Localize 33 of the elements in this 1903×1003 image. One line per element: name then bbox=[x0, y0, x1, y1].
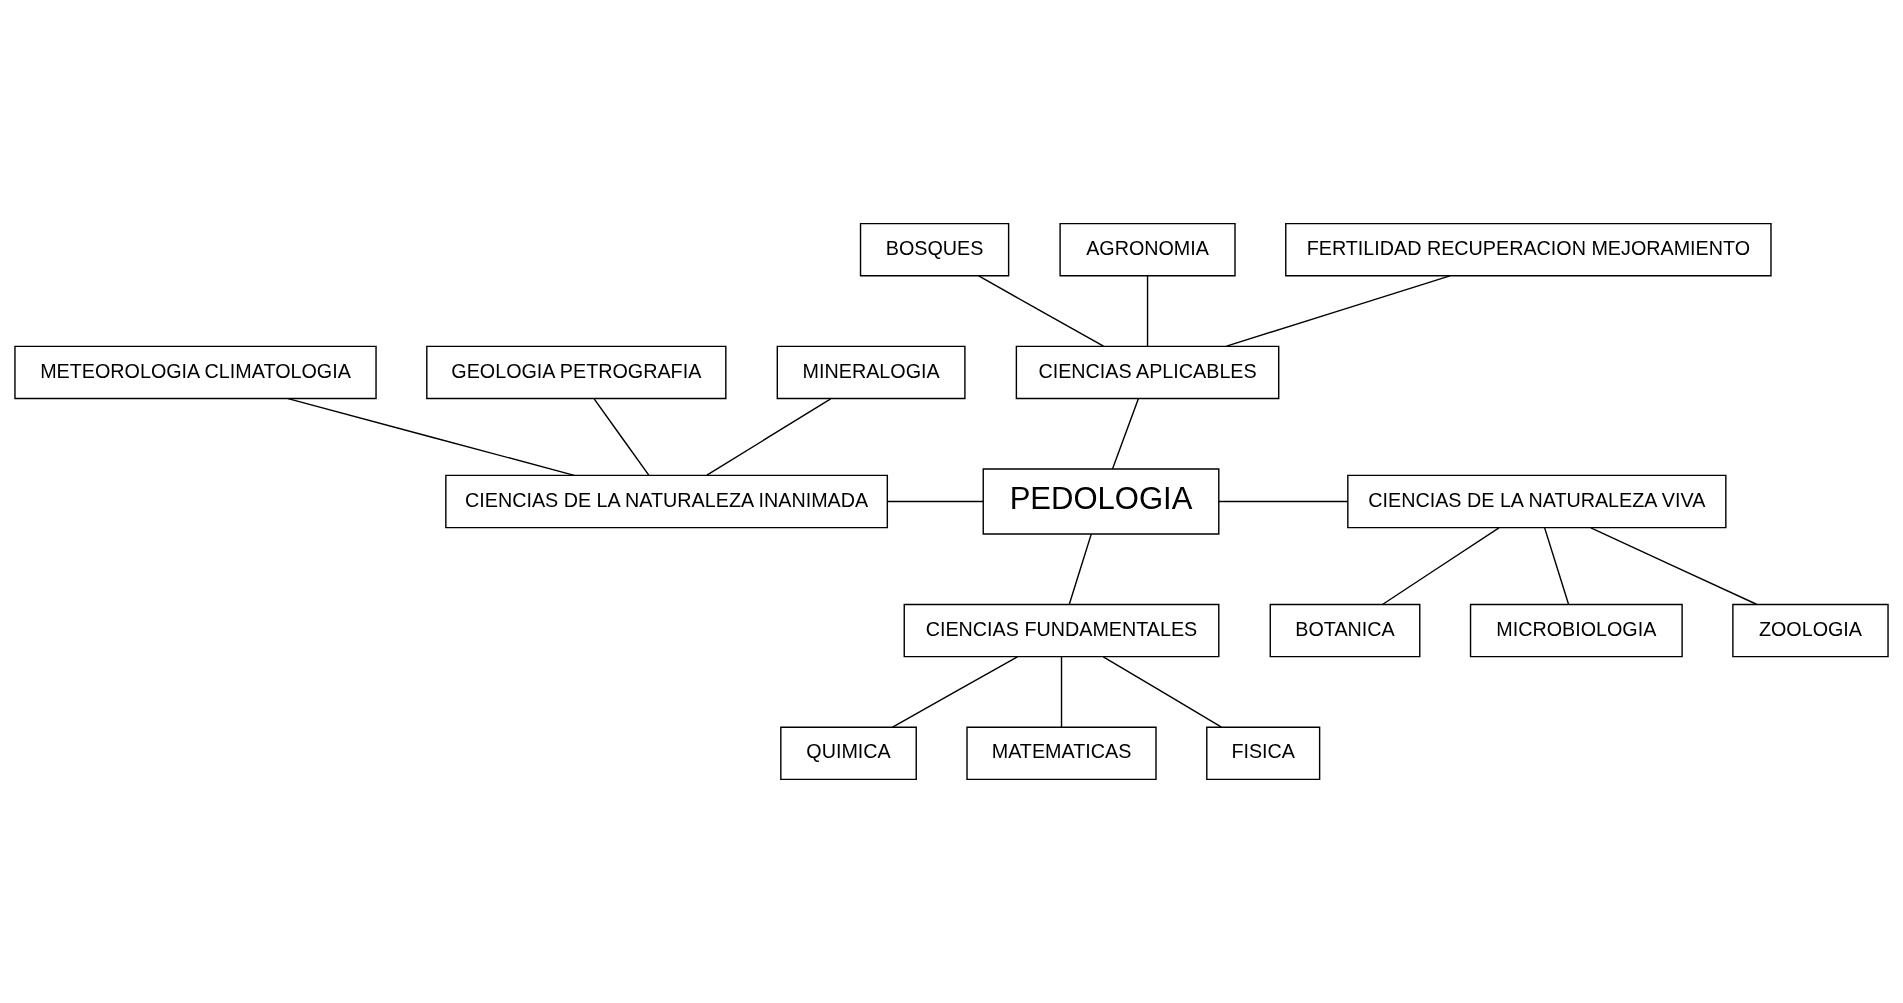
connector bbox=[1590, 527, 1758, 605]
node-box: GEOLOGIA PETROGRAFIA bbox=[426, 345, 727, 400]
connector bbox=[1225, 275, 1451, 347]
connector bbox=[891, 656, 1019, 728]
node-box: AGRONOMIA bbox=[1059, 222, 1236, 277]
node-box: QUIMICA bbox=[780, 726, 917, 781]
node-box: FERTILIDAD RECUPERACION MEJORAMIENTO bbox=[1285, 222, 1772, 277]
node-box: FISICA bbox=[1206, 726, 1321, 781]
node-box: MINERALOGIA bbox=[776, 345, 966, 400]
node-box: CIENCIAS FUNDAMENTALES bbox=[903, 603, 1220, 658]
connector bbox=[593, 398, 650, 476]
connector bbox=[886, 500, 984, 503]
connector bbox=[287, 397, 575, 477]
node-box: PEDOLOGIA bbox=[982, 468, 1220, 535]
node-box: CIENCIAS DE LA NATURALEZA VIVA bbox=[1347, 474, 1727, 529]
connector bbox=[1382, 527, 1500, 605]
connector bbox=[1146, 275, 1149, 347]
node-box: MATEMATICAS bbox=[966, 726, 1157, 781]
node-box: BOTANICA bbox=[1269, 603, 1421, 658]
node-box: BOSQUES bbox=[859, 222, 1010, 277]
node-box: CIENCIAS DE LA NATURALEZA INANIMADA bbox=[445, 474, 889, 529]
connector bbox=[706, 398, 832, 476]
node-box: CIENCIAS APLICABLES bbox=[1015, 345, 1280, 400]
connector bbox=[1060, 656, 1063, 728]
node-box: METEOROLOGIA CLIMATOLOGIA bbox=[14, 345, 377, 400]
node-box: MICROBIOLOGIA bbox=[1469, 603, 1683, 658]
connector bbox=[1218, 500, 1349, 503]
connector bbox=[978, 275, 1105, 347]
connector bbox=[1111, 398, 1140, 470]
connector bbox=[1543, 527, 1570, 605]
connector bbox=[1102, 656, 1223, 728]
node-box: ZOOLOGIA bbox=[1732, 603, 1889, 658]
connector bbox=[1068, 533, 1092, 605]
